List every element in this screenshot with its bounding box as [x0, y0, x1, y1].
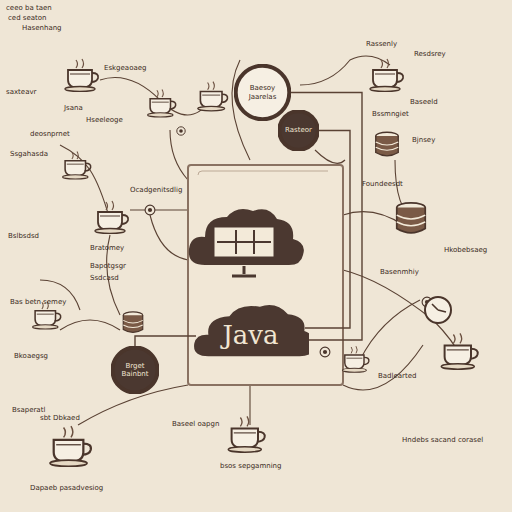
cloud-fill — [194, 305, 309, 356]
stack-icons — [123, 132, 425, 332]
note-label: Rassenly — [366, 40, 397, 48]
cup-icon — [441, 333, 477, 369]
topic-circle-dark: Brget Bainbnt — [111, 346, 159, 394]
cup-icon — [342, 346, 369, 372]
clock-icon — [425, 297, 451, 323]
data-cloud — [189, 209, 304, 276]
node-text-box: Baesoy Jaarelas — [241, 84, 285, 100]
node-text: Java — [222, 321, 278, 351]
circle-fill — [279, 111, 318, 150]
note-label: Bas betn semey — [10, 298, 66, 306]
cup-icon — [198, 82, 228, 111]
cup-icon — [148, 89, 176, 117]
note-label: Bssmngiet — [372, 110, 409, 118]
junction-dots — [145, 127, 432, 357]
node-text-box: Rasteor — [285, 126, 312, 134]
junction-dot — [320, 347, 330, 357]
cup-icon — [228, 416, 264, 452]
cup-icon — [65, 59, 98, 92]
cup-icons — [33, 59, 478, 466]
note-label: Baseel oapgn — [172, 420, 219, 428]
stack-icon — [123, 312, 143, 332]
note-label: Bjnsey — [412, 136, 435, 144]
note-label: Bsaperatl — [12, 406, 45, 414]
note-label: ced seaton — [8, 14, 47, 22]
connector-line — [135, 336, 196, 346]
node-text: Baesoy Jaarelas — [241, 84, 285, 100]
connector — [305, 131, 350, 329]
cup-icon — [95, 201, 128, 234]
note-label: Bratomey — [90, 244, 124, 252]
note-label: Hkobebsaeg — [444, 246, 487, 254]
note-label: Badlearted — [378, 372, 416, 380]
note-label: Baseeld — [410, 98, 438, 106]
note-label: Bslbsdsd — [8, 232, 39, 240]
topic-circle: Baesoy Jaarelas — [234, 64, 291, 121]
note-label: Bapotgsgr — [90, 262, 126, 270]
note-label: saxteavr — [6, 88, 36, 96]
note-label: Dapaeb pasadvesiog — [30, 484, 103, 492]
note-label: Hseeleoge — [86, 116, 123, 124]
node-text: Rasteor — [285, 126, 312, 134]
note-label: sbt Dbkaed — [40, 414, 80, 422]
junction-dot — [177, 127, 185, 135]
junction-dot — [145, 205, 155, 215]
note-label: Basenmhiy — [380, 268, 419, 276]
note-label: Ocadgenitsdlig — [130, 186, 182, 194]
node-text-box: Java — [222, 321, 278, 351]
note-label: bsos sepgamning — [220, 462, 281, 470]
cup-icon — [63, 151, 91, 179]
note-label: Ssgahasda — [10, 150, 48, 158]
note-label: Ssdcasd — [90, 274, 119, 282]
note-label: Resdsrey — [414, 50, 446, 58]
note-label: Jsana — [64, 104, 83, 112]
topic-circle-dark: Rasteor — [278, 110, 319, 151]
circle-fill — [236, 66, 290, 120]
cup-icon — [370, 59, 403, 92]
note-label: Bkoaegsg — [14, 352, 48, 360]
cup-icon — [50, 426, 91, 466]
circle-fill — [112, 347, 157, 392]
note-label: Eskgeaoaeg — [104, 64, 147, 72]
note-label: Hndebs sacand corasel — [402, 436, 483, 444]
note-label: Foundeesdt — [362, 180, 403, 188]
panel-shade — [198, 171, 328, 175]
connector-line — [305, 131, 350, 329]
java-cloud: Java — [192, 304, 309, 360]
note-label: ceeo ba taen — [6, 4, 52, 12]
connector — [135, 336, 196, 346]
node-text: Brget Bainbnt — [118, 362, 152, 378]
note-label: Hasenhang — [22, 24, 62, 32]
note-label: deosnprnet — [30, 130, 70, 138]
center-panel — [188, 165, 343, 385]
wire-lines — [40, 56, 463, 425]
node-text-box: Brget Bainbnt — [118, 362, 152, 378]
stack-icon — [376, 132, 399, 156]
stack-icon — [397, 203, 426, 233]
